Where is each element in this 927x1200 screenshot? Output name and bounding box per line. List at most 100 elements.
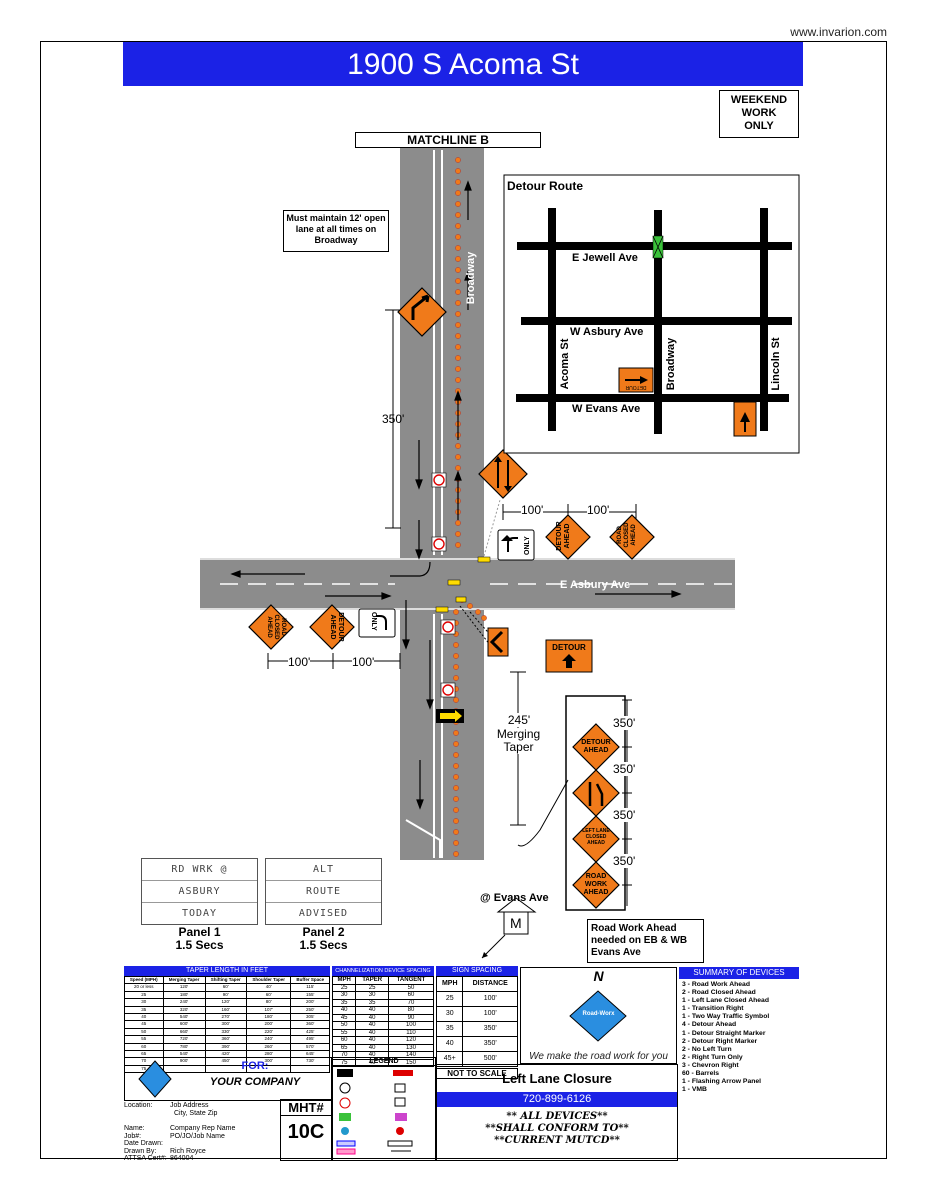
summary-item: 2 - No Left Turn [682,1045,732,1053]
panel2-name: Panel 2 [302,925,345,939]
two-way-traffic-sign [478,449,528,499]
table-cell: 500' [462,1051,518,1067]
barrel [467,603,473,609]
panel1-name: Panel 1 [178,925,221,939]
table-cell: 100 [387,1021,435,1030]
table-cell: 40 [355,1006,389,1015]
table-cell: 50 [331,1021,357,1030]
date-label: Date Drawn: [124,1140,163,1147]
table-cell: 25 [124,990,164,1000]
table-cell: 100' [462,991,518,1007]
asbury-label: E Asbury Ave [560,579,631,591]
table-cell: 600' [162,1020,206,1029]
table-cell: 107' [245,1005,292,1015]
summary-item: 2 - Right Turn Only [682,1053,743,1061]
table-header: Speed (MPH) [124,975,164,985]
table-cell: 90' [204,990,247,1000]
dim-350: 350' [382,412,405,426]
table-cell: 45+ [435,1051,464,1067]
barrel [455,212,461,218]
summary-item: 3 - Chevron Right [682,1061,739,1069]
table-cell: 540' [162,1013,206,1022]
table-cell: 75 [331,1058,357,1067]
maintain-lane-note: Must maintain 12' open lane at all times… [283,210,389,252]
table-row: 45+500' [435,1051,518,1067]
table-cell: 220' [245,1027,292,1037]
weekend-note: WEEKEND WORK ONLY [719,90,799,138]
broadway-label: Broadway [465,251,477,305]
detour-marker-map-text: DETOUR [625,384,647,390]
barrel [455,256,461,262]
barrel [455,322,461,328]
table-cell: 50 [387,983,435,992]
summary-item: 1 - Two Way Traffic Symbol [682,1013,770,1021]
table-cell: 40 [331,1006,357,1015]
table-header: Merging Taper [162,975,206,985]
evans-symbol-text: M [510,915,522,931]
traffic-arrows [230,180,682,810]
barrel [453,675,459,681]
table-header: TAPER [355,976,389,985]
detour-ahead-sign-sw [309,604,355,650]
barrel [455,300,461,306]
summary-item: 60 - Barrels [682,1070,720,1078]
evans-label: @ Evans Ave [480,892,549,904]
barrel [453,774,459,780]
barrel [455,443,461,449]
logo-block: N Road-Worx We make the road work for yo… [520,967,677,1064]
road-work-note: Road Work Ahead needed on EB & WB Evans … [587,919,704,963]
road-closed-text-ne: ROAD CLOSED AHEAD [617,522,637,548]
barrel [455,157,461,163]
barrel [453,653,459,659]
road-closed-text-sw: ROAD CLOSED AHEAD [266,614,286,640]
w-asbury-label: W Asbury Ave [570,326,644,338]
table-cell: 40 [355,1036,389,1045]
barrel [455,366,461,372]
barrel [453,829,459,835]
table-cell: 730' [290,1057,330,1066]
barrel [455,179,461,185]
vms1-line3: TODAY [181,908,218,919]
table-cell: 100' [462,1006,518,1022]
table-cell: 200' [290,998,330,1007]
barrel [475,609,481,615]
panel1-time: 1.5 Secs [175,938,224,952]
dim-100-d: 100' [352,655,375,669]
tagline: We make the road work for you [529,1051,668,1062]
table-cell: 720' [162,1035,206,1044]
transition-right-sign [397,287,447,337]
barrel [453,785,459,791]
w-evans-label: W Evans Ave [572,403,641,415]
table-cell: 300' [204,1020,247,1029]
table-header: TANGENT [387,976,435,985]
table-cell: 110 [387,1028,435,1037]
left-lane-closed-text: LEFT LANE CLOSED AHEAD [582,828,610,846]
table-cell: 30 [124,998,164,1007]
table-cell [290,1064,330,1074]
summary-title: SUMMARY OF DEVICES [679,967,799,979]
road-closed-ahead-sign-ne [609,514,655,560]
table-cell: 180' [245,1013,292,1022]
table-cell: 360' [204,1035,247,1044]
table-cell: 200' [245,1020,292,1029]
table-cell: 425' [290,1027,330,1037]
table-cell [245,1064,292,1074]
table-cell: 40 [355,1013,389,1022]
table-cell: 35 [435,1021,464,1037]
barrel [455,201,461,207]
location-value: Job Address [170,1102,209,1109]
company-logo-icon [138,1060,172,1098]
summary-item: 1 - Flashing Arrow Panel [682,1078,762,1086]
table-cell: 60 [387,991,435,1000]
table-cell: 65 [331,1043,357,1052]
table-cell: 60 [331,1036,357,1045]
